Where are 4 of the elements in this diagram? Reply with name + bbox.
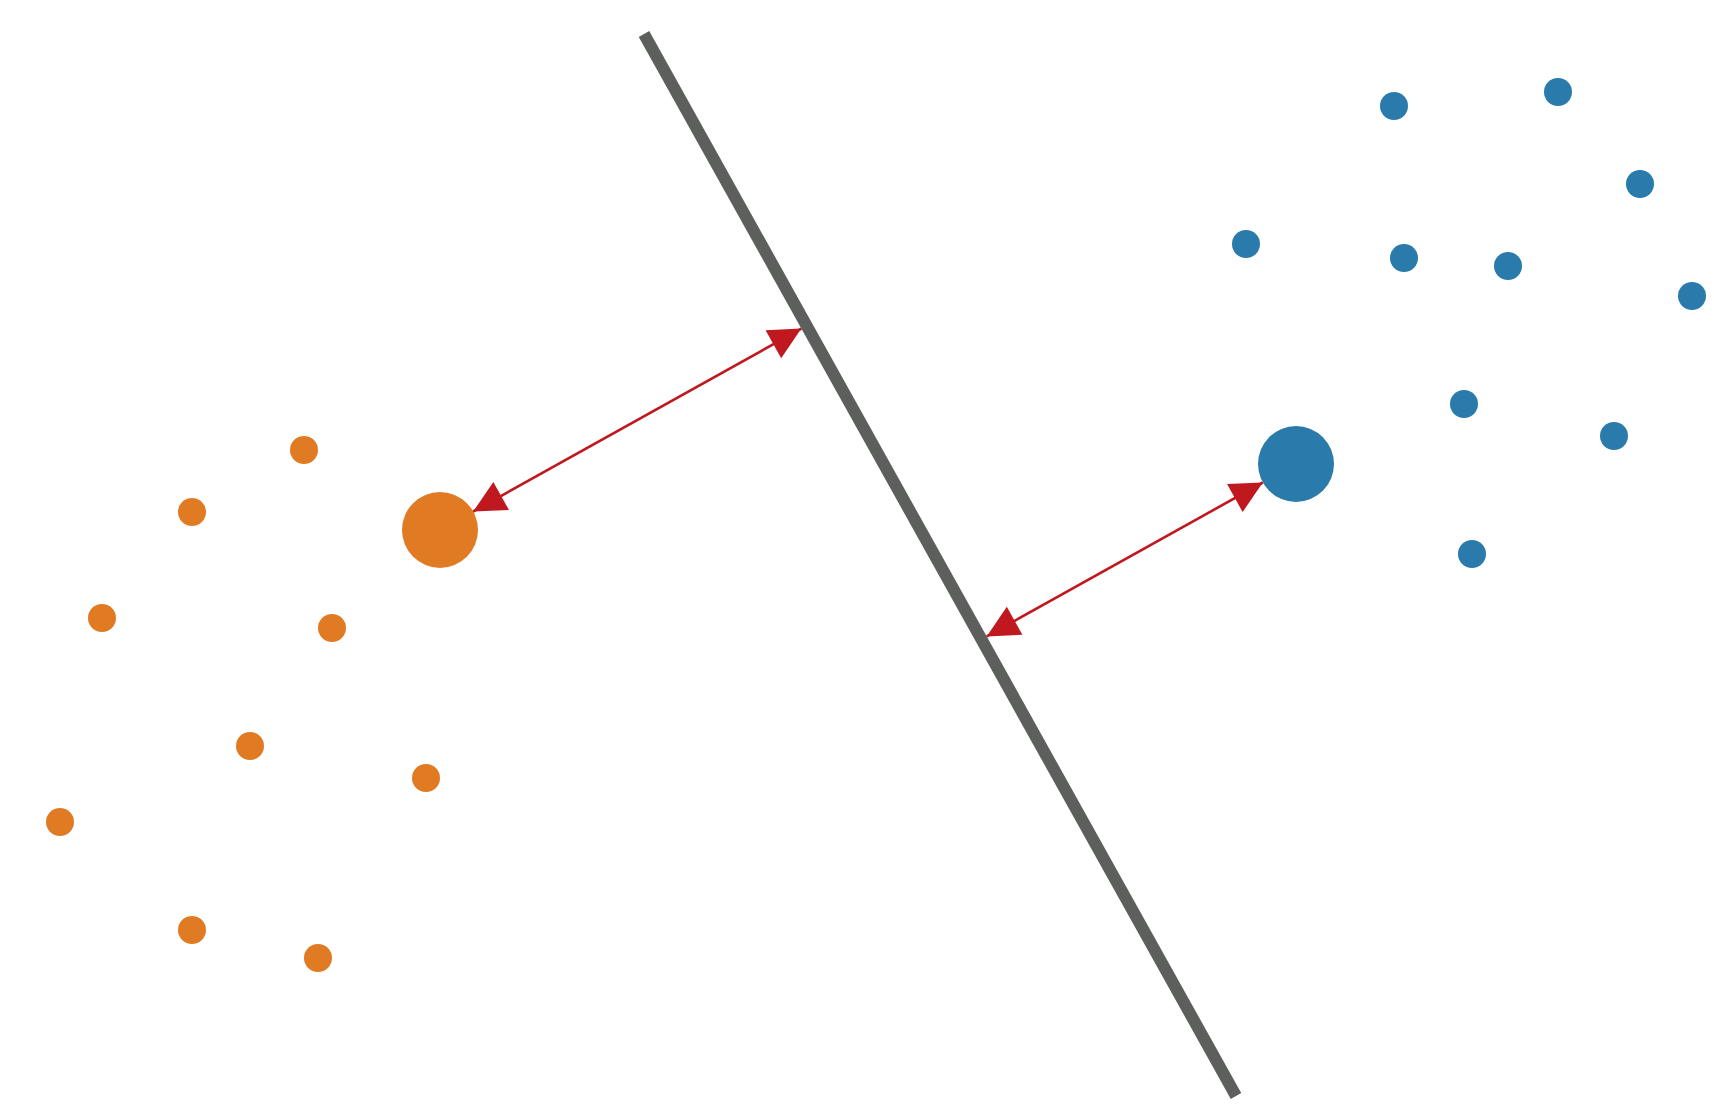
double-headed-arrow — [986, 481, 1264, 638]
double-headed-arrow — [472, 327, 802, 513]
class-centroid — [402, 492, 478, 568]
class-centroid — [1258, 426, 1334, 502]
